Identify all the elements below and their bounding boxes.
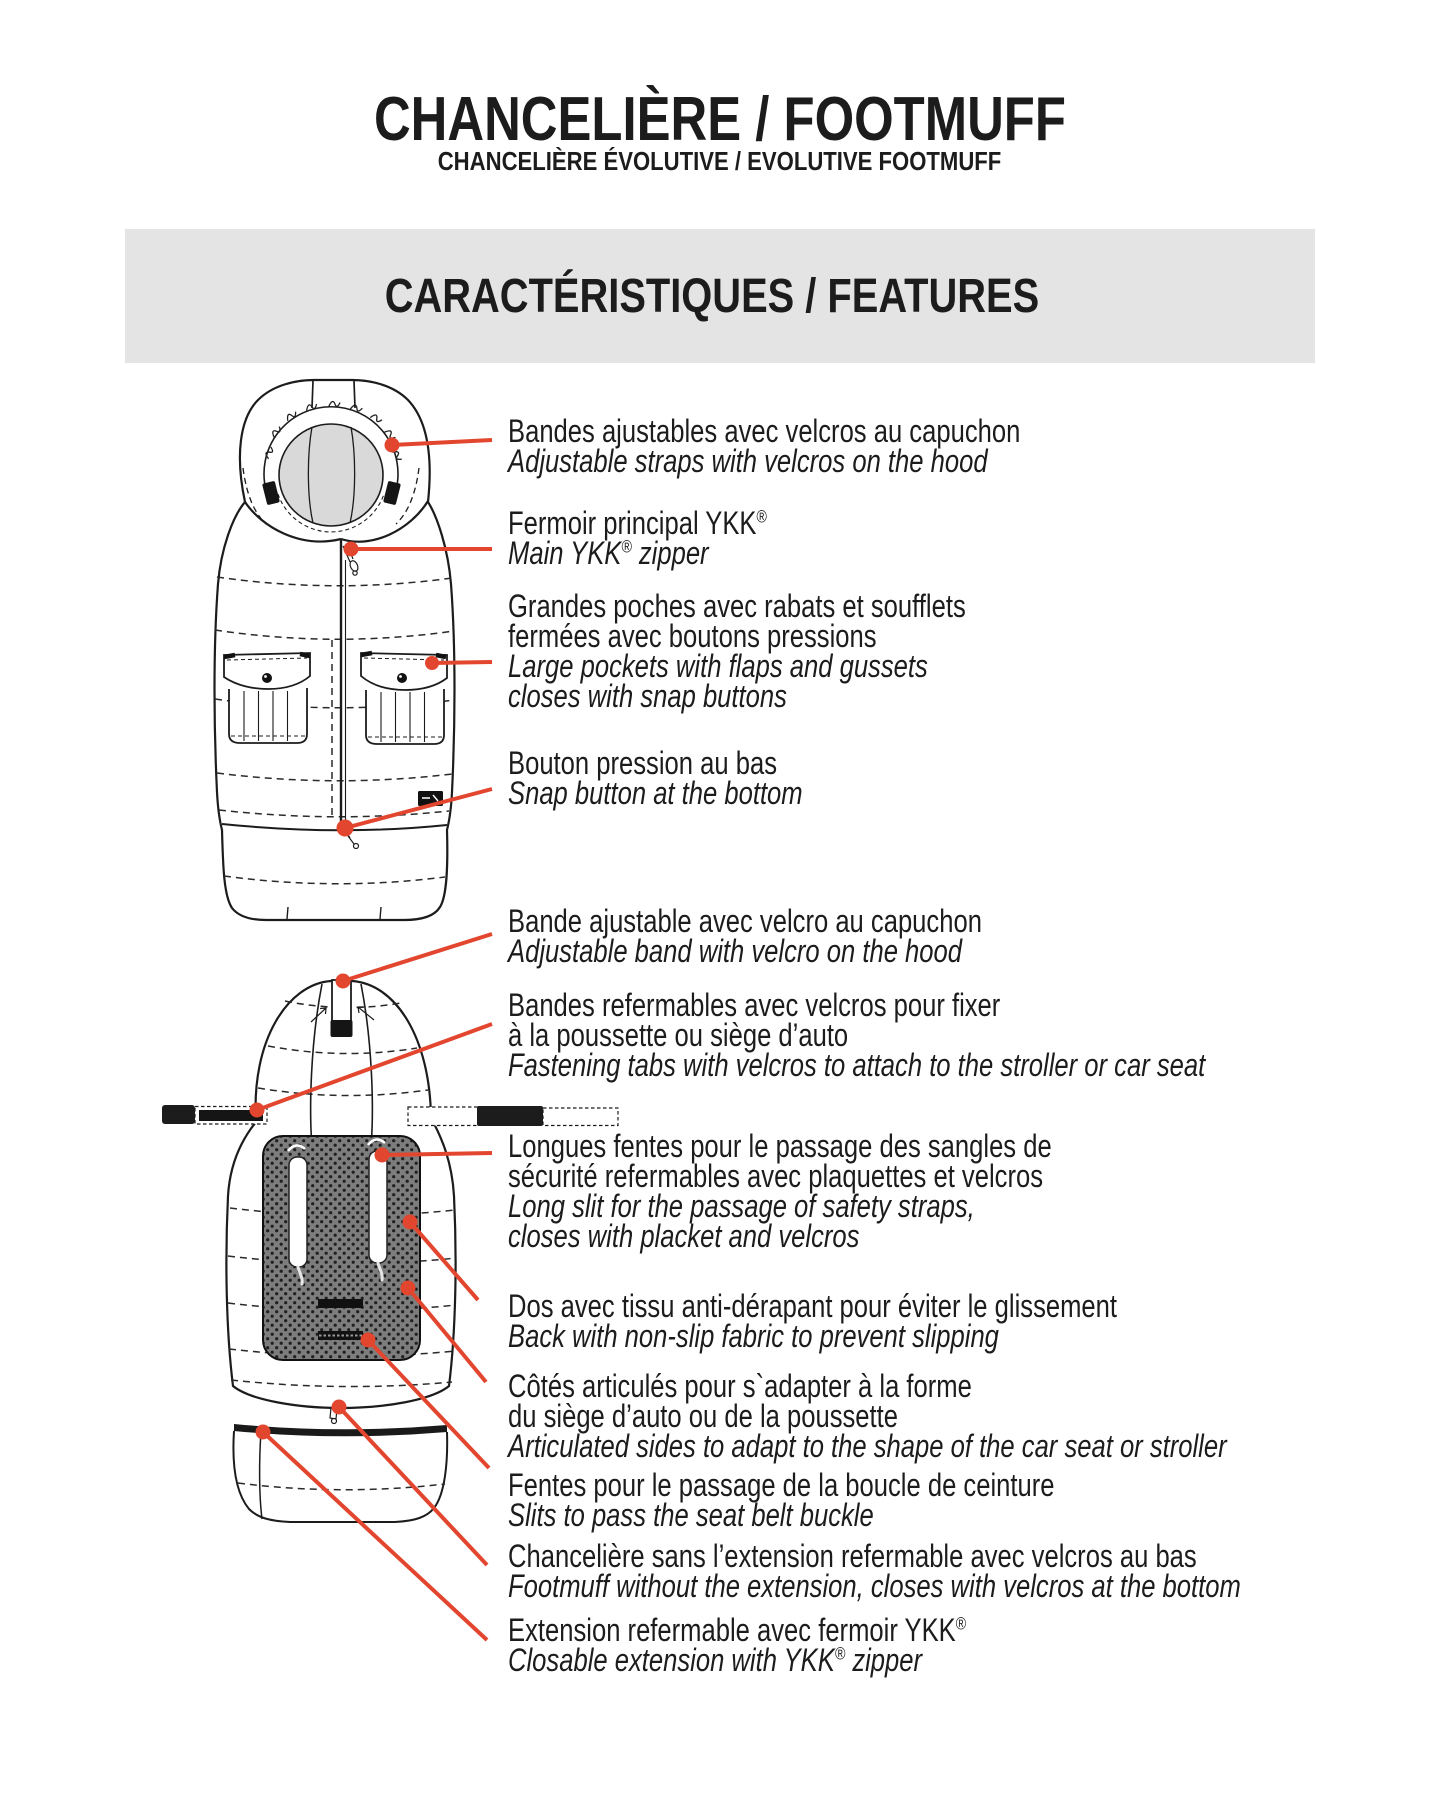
fur-trim-outer-edge [263, 405, 399, 491]
callout-line-7 [374, 1147, 493, 1163]
callout-line-4 [336, 787, 493, 837]
section-header-banner: CARACTÉRISTIQUES / FEATURES [125, 229, 1315, 363]
strap-arrow-right [357, 1006, 375, 1021]
pocket-body [228, 688, 308, 744]
callout-text-hood-straps: Bandes ajustables avec velcros au capuch… [508, 413, 1021, 479]
flap-bartack-left [223, 652, 236, 660]
callout-line-8 [402, 1214, 480, 1302]
hood-opening-stitch [277, 493, 385, 533]
snap-button [397, 673, 407, 683]
callout-line-10 [360, 1332, 491, 1470]
fastening-strap-left [162, 1105, 268, 1125]
callout-text-articulated-sides: Côtés articulés pour s`adapter à la form… [508, 1368, 1227, 1464]
pocket-pleats [243, 691, 289, 741]
section-header: CARACTÉRISTIQUES / FEATURES [384, 269, 1039, 323]
anti-slip-panel [262, 1135, 421, 1361]
hood-toggle-right [383, 481, 401, 505]
callout-line-11 [331, 1399, 489, 1567]
extension-seam [258, 1431, 263, 1520]
extension-quilt [237, 1482, 446, 1491]
callout-line-12 [255, 1424, 489, 1642]
callout-text-antislip-back: Dos avec tissu anti-dérapant pour éviter… [508, 1288, 1118, 1354]
callout-line-9 [400, 1280, 488, 1384]
callout-text-hood-band: Bande ajustable avec velcro au capuchon … [508, 903, 982, 969]
hood-quilt-arc-right [395, 467, 420, 525]
pocket-left [223, 651, 311, 744]
belt-buckle-slit-upper [318, 1299, 363, 1308]
hood-toggle-left [262, 481, 280, 505]
callout-text-snap-bottom: Bouton pression au bas Snap button at th… [508, 745, 803, 811]
slit-curl-left [287, 1144, 306, 1152]
callout-line-6 [249, 1022, 493, 1118]
flap-bartack-right [299, 651, 311, 659]
fastening-strap-right [407, 1106, 619, 1127]
pocket-pleats [380, 692, 426, 742]
bottom-panel-ticks [286, 906, 382, 920]
back-view-illustration [162, 979, 619, 1523]
callout-line-5 [335, 932, 493, 989]
callout-line-2 [343, 541, 492, 557]
callout-text-main-zipper: Fermoir principal YKK® Main YKK® zipper [508, 505, 767, 571]
extension-velcro-band [234, 1424, 447, 1437]
callout-text-safety-strap-slits: Longues fentes pour le passage des sangl… [508, 1128, 1052, 1254]
hood-bottom-edge [244, 500, 429, 543]
callout-text-fastening-tabs: Bandes refermables avec velcros pour fix… [508, 987, 1206, 1083]
front-view-illustration [213, 378, 456, 922]
slit-cord-left [296, 1265, 304, 1286]
callout-line-1 [384, 437, 493, 453]
slit-cord-right [376, 1261, 384, 1282]
flap-bartack-right [435, 652, 447, 660]
pocket-body [365, 689, 445, 745]
callout-text-belt-buckle-slits: Fentes pour le passage de la boucle de c… [508, 1467, 1055, 1533]
slit-curl-right [367, 1138, 386, 1146]
page-title: CHANCELIÈRE / FOOTMUFF [374, 85, 1066, 154]
extension-body [232, 1430, 449, 1523]
flap-bartack-left [360, 650, 373, 658]
callout-text-closable-extension: Extension refermable avec fermoir YKK® C… [508, 1612, 967, 1678]
callout-lines [249, 437, 493, 1642]
page-subtitle: CHANCELIÈRE ÉVOLUTIVE / EVOLUTIVE FOOTMU… [438, 146, 1002, 176]
safety-strap-slit-left [288, 1156, 308, 1268]
callout-line-3 [425, 656, 493, 670]
hood-opening [278, 423, 384, 527]
hood-lining-seams [307, 426, 356, 524]
front-silhouette [213, 378, 456, 922]
callout-text-pockets: Grandes poches avec rabats et soufflets … [508, 588, 966, 714]
snap-button [262, 673, 272, 683]
flap-stitch [226, 657, 308, 661]
strap-arrow-left [310, 1007, 327, 1023]
callout-text-footmuff-without-extension: Chancelière sans l’extension refermable … [508, 1538, 1241, 1604]
main-zipper [339, 540, 347, 828]
safety-strap-slit-right [368, 1150, 388, 1264]
hood-quilt-arc-left [242, 467, 267, 525]
pocket-flap [223, 652, 311, 690]
belt-buckle-slit-lower [318, 1331, 363, 1340]
